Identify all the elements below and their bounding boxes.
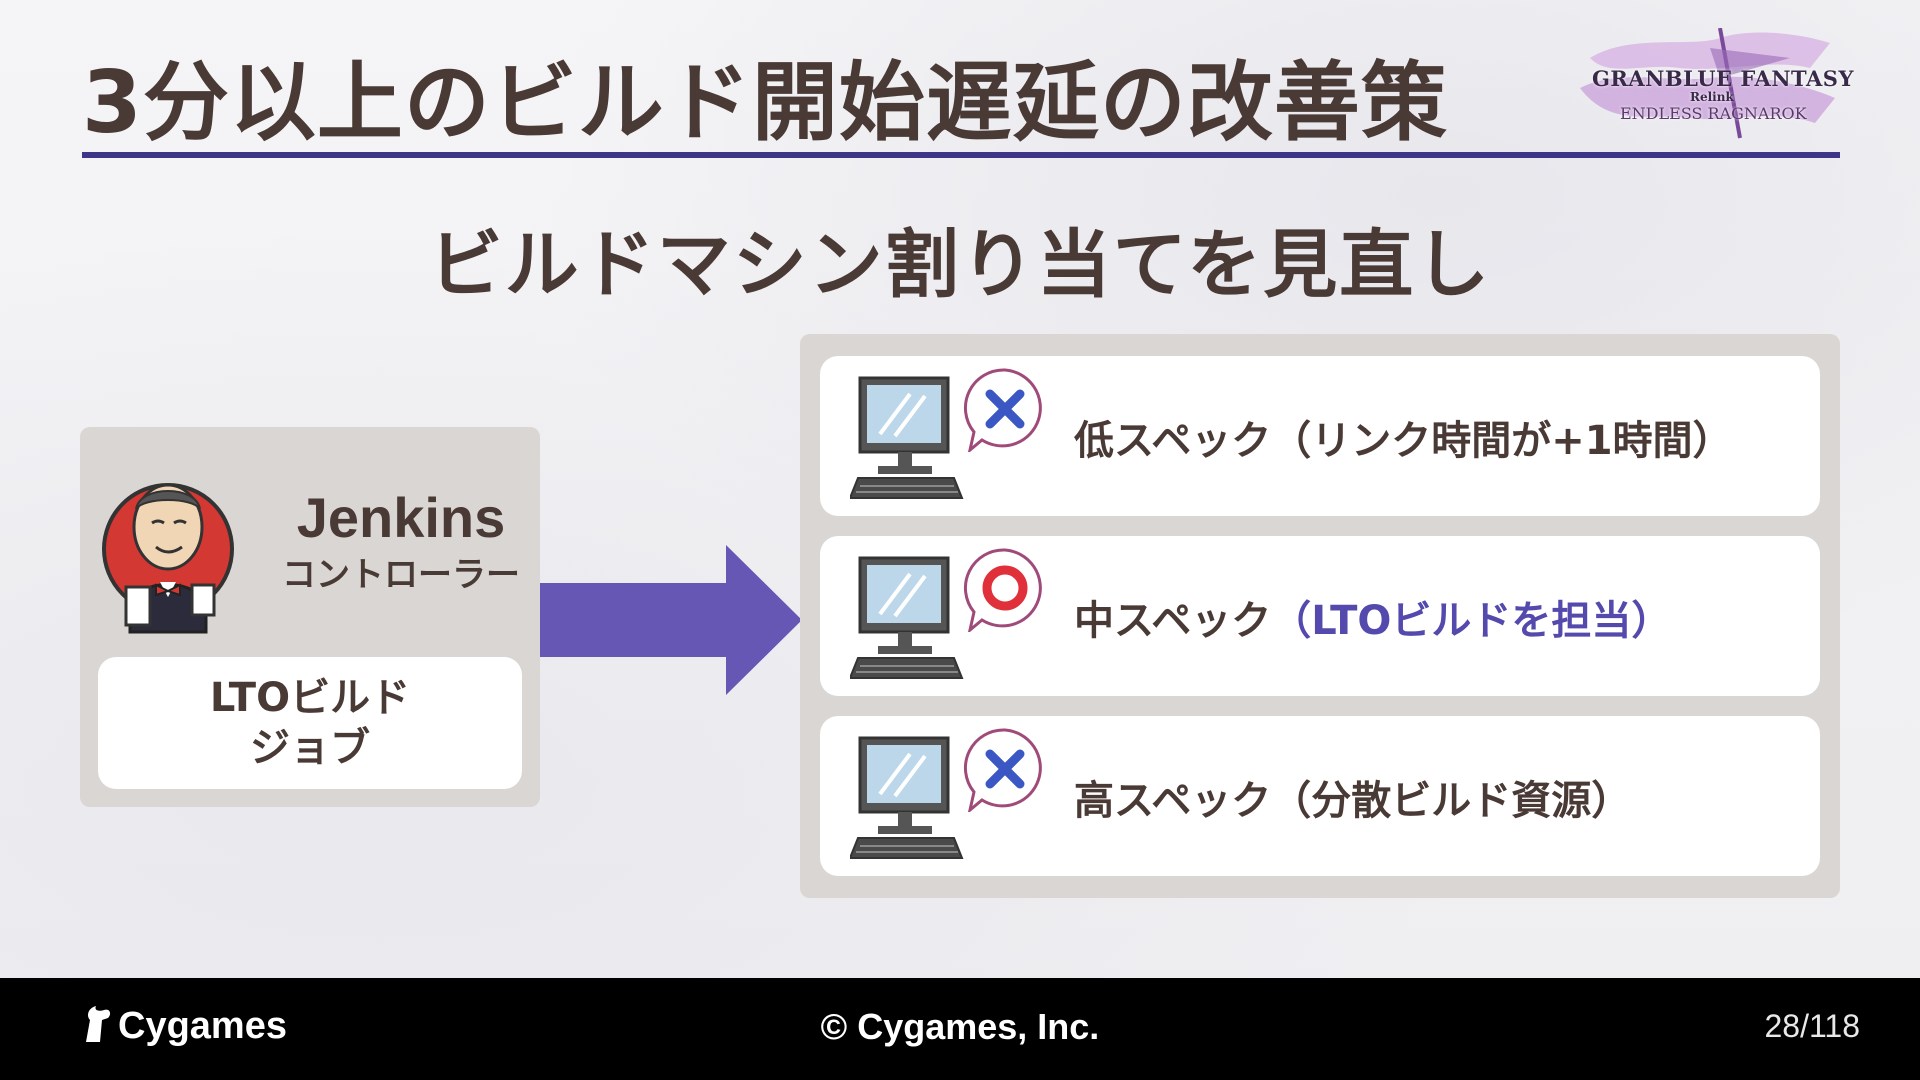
footer-bar: Cygames © Cygames, Inc. 28/118 bbox=[0, 978, 1920, 1080]
machine-row-low: 低スペック（リンク時間が+1時間） bbox=[820, 356, 1820, 516]
footer-brand-label: Cygames bbox=[118, 1005, 287, 1047]
game-logo: GRANBLUE FANTASY Relink ENDLESS RAGNAROK bbox=[1570, 27, 1853, 140]
lto-build-job-box: LTOビルド ジョブ bbox=[98, 657, 522, 789]
circle-icon bbox=[963, 548, 1042, 632]
logo-edition: ENDLESS RAGNAROK bbox=[1620, 104, 1807, 123]
page-title: 3分以上のビルド開始遅延の改善策 bbox=[82, 53, 1448, 153]
jenkins-butler-icon bbox=[102, 483, 234, 634]
cross-icon bbox=[963, 728, 1042, 812]
jenkins-role-label: コントローラー bbox=[282, 555, 520, 595]
machine-note-highlight: （LTOビルドを担当） bbox=[1271, 598, 1672, 644]
cygames-logo-icon bbox=[86, 1006, 111, 1042]
machine-text-low: 低スペック（リンク時間が+1時間） bbox=[1074, 408, 1733, 466]
machine-row-mid: 中スペック（LTOビルドを担当） bbox=[820, 536, 1820, 696]
job-label-line2: ジョブ bbox=[250, 725, 370, 771]
machine-label: 高スペック bbox=[1074, 778, 1272, 824]
job-label-line1: LTOビルド bbox=[209, 675, 411, 721]
machine-label: 中スペック bbox=[1074, 598, 1272, 644]
machine-label: 低スペック bbox=[1074, 418, 1272, 464]
slide-subtitle: ビルドマシン割り当てを見直し bbox=[428, 222, 1492, 308]
page-number: 28/118 bbox=[1764, 1008, 1861, 1044]
logo-title: GRANBLUE FANTASY bbox=[1592, 66, 1854, 91]
machine-text-mid: 中スペック（LTOビルドを担当） bbox=[1074, 588, 1671, 646]
footer-brand: Cygames bbox=[80, 1002, 287, 1048]
controller-panel: Jenkins コントローラー LTOビルド ジョブ bbox=[80, 427, 540, 807]
logo-subtitle: Relink bbox=[1690, 90, 1734, 104]
computer-icon bbox=[850, 376, 964, 499]
cross-icon bbox=[963, 368, 1042, 452]
computer-icon bbox=[850, 556, 964, 679]
machine-row-high: 高スペック（分散ビルド資源） bbox=[820, 716, 1820, 876]
machine-note: （分散ビルド資源） bbox=[1271, 778, 1632, 824]
title-divider bbox=[82, 152, 1840, 158]
machine-text-high: 高スペック（分散ビルド資源） bbox=[1074, 768, 1631, 826]
computer-icon bbox=[850, 736, 964, 859]
assign-arrow-icon bbox=[540, 545, 802, 695]
machine-panel: 低スペック（リンク時間が+1時間） 中スペック（LTOビルドを担当） bbox=[800, 334, 1840, 898]
machine-note: （リンク時間が+1時間） bbox=[1271, 418, 1733, 464]
jenkins-title: Jenkins bbox=[296, 486, 506, 549]
copyright-text: © Cygames, Inc. bbox=[820, 1006, 1100, 1047]
logo-emblem-icon bbox=[1580, 27, 1835, 139]
